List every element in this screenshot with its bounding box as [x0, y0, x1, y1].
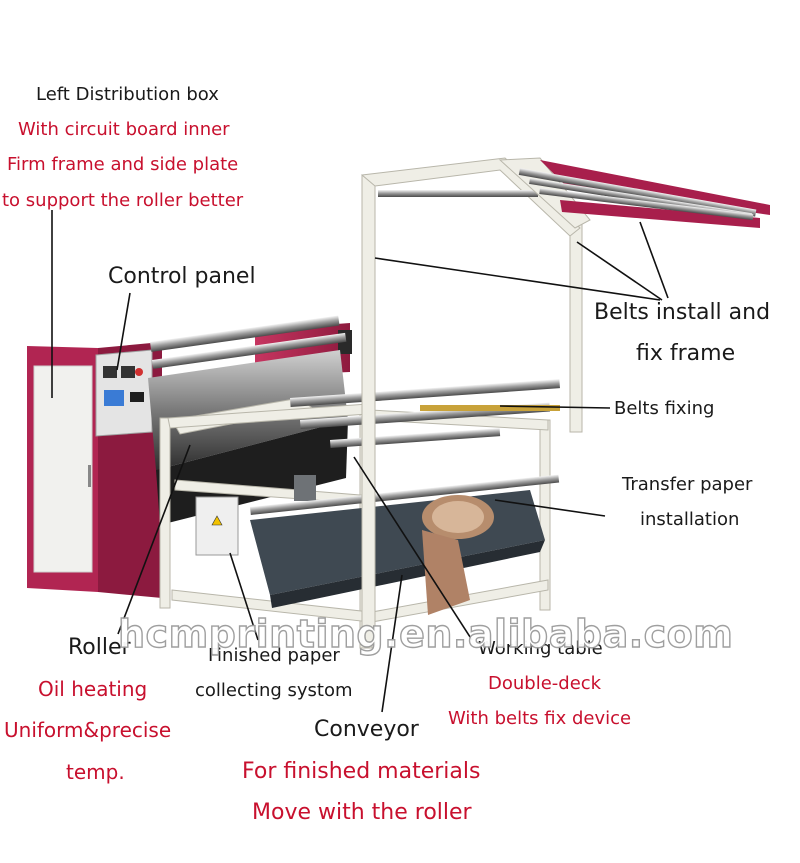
label-move-with-roller: Move with the roller — [252, 800, 472, 825]
label-conveyor: Conveyor — [314, 717, 419, 742]
label-finished-paper-2: collecting systom — [195, 680, 353, 701]
label-firm-frame: Firm frame and side plate — [7, 154, 239, 175]
transfer-paper-roll — [249, 474, 560, 615]
label-support-roller: to support the roller better — [2, 190, 244, 211]
control-panel — [95, 349, 153, 437]
label-belts-fixing: Belts fixing — [614, 398, 715, 419]
label-belts-frame-2: fix frame — [636, 341, 736, 366]
label-left-distribution-box: Left Distribution box — [36, 84, 219, 105]
label-transfer-paper-2: installation — [640, 509, 740, 530]
callout-lines — [51, 210, 669, 713]
label-transfer-paper-1: Transfer paper — [622, 474, 753, 495]
label-temp: temp. — [66, 760, 125, 784]
collecting-motor — [195, 475, 316, 556]
label-uniform-precise: Uniform&precise — [4, 718, 172, 742]
label-oil-heating: Oil heating — [38, 677, 148, 701]
label-belts-fix-device: With belts fix device — [448, 708, 632, 729]
label-control-panel: Control panel — [108, 264, 256, 289]
label-belts-frame-1: Belts install and — [594, 300, 771, 325]
label-working-table: Working table — [478, 638, 603, 659]
label-finished-materials: For finished materials — [242, 759, 481, 784]
label-finished-paper-1: Finished paper — [208, 645, 340, 666]
watermark: hcmprinting.en.alibaba.com — [117, 611, 734, 656]
label-circuit-board: With circuit board inner — [18, 119, 230, 140]
label-roller: Roller — [68, 635, 131, 660]
label-double-deck: Double-deck — [488, 673, 602, 694]
belt-arms — [518, 160, 770, 228]
